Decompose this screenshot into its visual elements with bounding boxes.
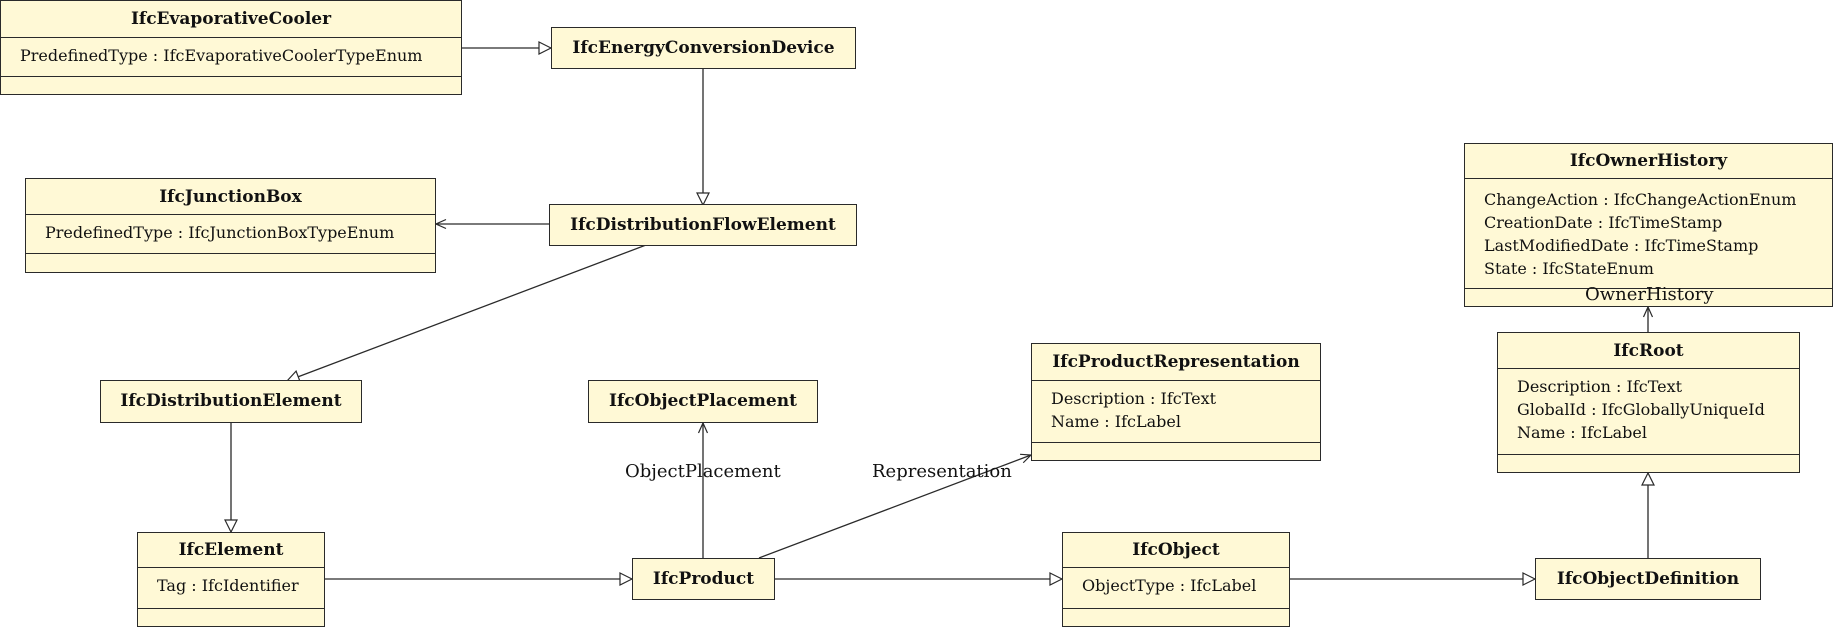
attribute: ChangeAction : IfcChangeActionEnum [1484,190,1797,209]
class-ifc-evaporative-cooler: IfcEvaporativeCooler PredefinedType : If… [0,0,462,95]
class-name: IfcOwnerHistory [1569,151,1728,171]
role-label-object-placement: ObjectPlacement [625,461,781,482]
attribute: Tag : IfcIdentifier [157,576,299,595]
attribute-list: PredefinedType : IfcEvaporativeCoolerTyp… [1,37,461,76]
class-ifc-object-placement: IfcObjectPlacement [588,380,818,423]
attribute: PredefinedType : IfcJunctionBoxTypeEnum [45,223,395,242]
operations-compartment [1465,288,1832,306]
attribute: Description : IfcText [1517,377,1683,396]
attribute: PredefinedType : IfcEvaporativeCoolerTyp… [20,46,423,65]
class-name: IfcJunctionBox [159,186,302,207]
class-ifc-element: IfcElement Tag : IfcIdentifier [137,532,325,627]
class-ifc-energy-conversion-device: IfcEnergyConversionDevice [551,27,856,69]
class-ifc-object-definition: IfcObjectDefinition [1535,558,1761,600]
class-name: IfcDistributionFlowElement [570,214,836,235]
class-name: IfcEnergyConversionDevice [572,37,835,58]
class-name: IfcObject [1132,540,1220,560]
attribute: GlobalId : IfcGloballyUniqueId [1517,400,1765,419]
operations-compartment [1498,454,1799,472]
class-ifc-product: IfcProduct [632,558,775,600]
attribute: Name : IfcLabel [1517,423,1647,442]
operations-compartment [1032,442,1320,460]
attribute: State : IfcStateEnum [1484,259,1654,278]
attribute-list: ChangeAction : IfcChangeActionEnum Creat… [1465,178,1832,288]
class-ifc-distribution-element: IfcDistributionElement [100,380,362,423]
attribute: CreationDate : IfcTimeStamp [1484,213,1723,232]
attribute: Name : IfcLabel [1051,412,1181,431]
class-name: IfcRoot [1613,340,1684,361]
edge-distribution-flow-element-to-distribution-element [287,244,647,381]
class-name: IfcDistributionElement [120,391,342,411]
operations-compartment [1,76,461,95]
attribute-list: Description : IfcText GlobalId : IfcGlob… [1498,368,1799,454]
class-ifc-root: IfcRoot Description : IfcText GlobalId :… [1497,332,1800,473]
class-ifc-product-representation: IfcProductRepresentation Description : I… [1031,343,1321,461]
attribute-list: PredefinedType : IfcJunctionBoxTypeEnum [26,214,435,253]
attribute: ObjectType : IfcLabel [1082,576,1257,595]
class-name: IfcProductRepresentation [1052,352,1300,372]
attribute-list: ObjectType : IfcLabel [1063,567,1289,608]
class-name: IfcProduct [652,568,755,589]
class-ifc-object: IfcObject ObjectType : IfcLabel [1062,532,1290,627]
edge-product-to-product-representation [758,455,1031,559]
operations-compartment [26,253,435,272]
operations-compartment [138,608,324,626]
attribute: Description : IfcText [1051,389,1217,408]
role-label-representation: Representation [872,461,1012,482]
class-name: IfcElement [178,540,284,560]
class-ifc-junction-box: IfcJunctionBox PredefinedType : IfcJunct… [25,178,436,273]
attribute-list: Description : IfcText Name : IfcLabel [1032,380,1320,442]
operations-compartment [1063,608,1289,626]
attribute: LastModifiedDate : IfcTimeStamp [1484,236,1759,255]
class-name: IfcObjectPlacement [609,391,797,411]
attribute-list: Tag : IfcIdentifier [138,567,324,608]
role-label-owner-history: OwnerHistory [1585,284,1714,305]
class-name: IfcEvaporativeCooler [130,9,332,29]
class-name: IfcObjectDefinition [1556,568,1740,589]
class-ifc-distribution-flow-element: IfcDistributionFlowElement [549,204,857,246]
class-ifc-owner-history: IfcOwnerHistory ChangeAction : IfcChange… [1464,143,1833,307]
